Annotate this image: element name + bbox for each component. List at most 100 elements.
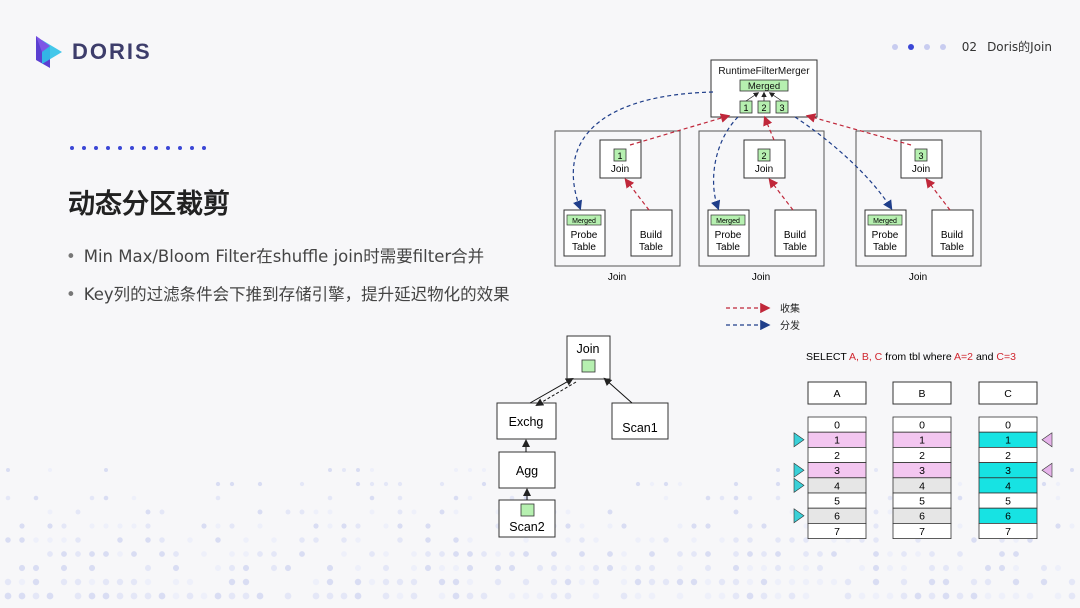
table-cell: 0: [893, 417, 951, 432]
table-cell-value: 1: [919, 435, 925, 447]
merger-title: RuntimeFilterMerger: [718, 66, 810, 77]
collect-arrow: [626, 180, 649, 210]
row-marker-left: [794, 433, 804, 447]
probe-table-label: Probe: [571, 230, 598, 241]
table-cell-value: 0: [1005, 420, 1011, 432]
column-table: A01234567B01234567C01234567: [794, 382, 1052, 539]
table-cell: 1: [979, 432, 1037, 447]
table-cell-value: 1: [834, 435, 840, 447]
column-header-label: B: [918, 388, 925, 400]
sql-part: C=3: [996, 351, 1016, 363]
sql-part: and: [973, 351, 996, 363]
table-cell-value: 4: [1005, 480, 1011, 492]
sql-part: A=2: [954, 351, 973, 363]
distribute-arrow: [573, 92, 713, 208]
sql-query: SELECT A, B, C from tbl where A=2 and C=…: [806, 351, 1016, 363]
table-cell-value: 5: [1005, 496, 1011, 508]
merger-slot: 3: [779, 103, 784, 113]
build-table-label: Table: [639, 242, 663, 253]
runtime-filter-merger: RuntimeFilterMerger Merged 1 2 3: [711, 60, 817, 117]
merger-slot: 1: [743, 103, 748, 113]
table-cell-value: 1: [1005, 435, 1011, 447]
row-marker-right: [1042, 433, 1052, 447]
table-cell: 5: [808, 493, 866, 508]
table-cell-value: 3: [919, 465, 925, 477]
table-cell-value: 5: [919, 496, 925, 508]
table-cell-value: 7: [919, 526, 925, 538]
table-cell-value: 2: [1005, 450, 1011, 462]
sql-part: A, B, C: [849, 351, 883, 363]
table-cell: 0: [808, 417, 866, 432]
table-cell: 7: [808, 523, 866, 538]
table-cell-value: 7: [834, 526, 840, 538]
build-table-label: Build: [784, 230, 806, 241]
plan-node-scan1: Scan1: [622, 421, 657, 435]
table-cell-value: 0: [834, 420, 840, 432]
sql-part: SELECT: [806, 351, 849, 363]
row-marker-right: [1042, 463, 1052, 477]
merger-slot: 2: [761, 103, 766, 113]
filter-id: 2: [761, 151, 766, 161]
join-group-label: Join: [752, 272, 770, 283]
join-group-label: Join: [608, 272, 626, 283]
plan-node-join: Join: [577, 342, 600, 356]
merged-badge: Merged: [716, 218, 740, 225]
join-node-label: Join: [912, 164, 930, 175]
build-table-label: Table: [940, 242, 964, 253]
table-cell-value: 2: [834, 450, 840, 462]
table-cell: 2: [979, 447, 1037, 462]
probe-table-label: Table: [873, 242, 897, 253]
table-cell: 4: [893, 478, 951, 493]
join-group-label: Join: [909, 272, 927, 283]
merged-badge: Merged: [572, 218, 596, 225]
table-cell: 2: [893, 447, 951, 462]
table-cell: 5: [893, 493, 951, 508]
table-cell-value: 7: [1005, 526, 1011, 538]
legend-collect-label: 收集: [780, 302, 800, 315]
probe-table-label: Table: [716, 242, 740, 253]
build-table-label: Build: [941, 230, 963, 241]
join-group: 2JoinMergedProbeTableBuildTableJoin: [699, 117, 824, 283]
table-cell: 7: [893, 523, 951, 538]
join-node-label: Join: [755, 164, 773, 175]
filter-id: 1: [617, 151, 622, 161]
table-cell: 5: [979, 493, 1037, 508]
legend-distribute-label: 分发: [780, 319, 800, 332]
table-cell: 4: [979, 478, 1037, 493]
table-cell: 1: [893, 432, 951, 447]
probe-table-label: Table: [572, 242, 596, 253]
probe-table-label: Probe: [715, 230, 742, 241]
table-cell-value: 0: [919, 420, 925, 432]
table-cell: 6: [808, 508, 866, 523]
column-header: B: [893, 382, 951, 404]
table-cell-value: 3: [1005, 465, 1011, 477]
plan-node-scan2: Scan2: [509, 520, 544, 534]
table-cell-value: 3: [834, 465, 840, 477]
table-cell: 3: [808, 463, 866, 478]
table-cell: 3: [979, 463, 1037, 478]
collect-arrow: [765, 118, 774, 140]
table-cell-value: 2: [919, 450, 925, 462]
sql-part: from tbl where: [882, 351, 954, 363]
build-table-label: Build: [640, 230, 662, 241]
table-cell: 7: [979, 523, 1037, 538]
join-node-label: Join: [611, 164, 629, 175]
column-header-label: A: [833, 388, 840, 400]
merger-merged-label: Merged: [748, 81, 780, 92]
collect-arrow: [927, 180, 950, 210]
table-cell: 4: [808, 478, 866, 493]
column-header: A: [808, 382, 866, 404]
plan-node-exchg: Exchg: [509, 415, 544, 429]
row-marker-left: [794, 509, 804, 523]
table-cell: 2: [808, 447, 866, 462]
plan-node-agg: Agg: [516, 464, 538, 478]
query-plan-tree: Join Exchg Scan1 Agg Scan2: [497, 336, 668, 537]
table-cell: 6: [893, 508, 951, 523]
column-header-label: C: [1004, 388, 1012, 400]
probe-table-label: Probe: [872, 230, 899, 241]
filter-id: 3: [918, 151, 923, 161]
merged-badge: Merged: [873, 218, 897, 225]
table-cell-value: 6: [1005, 511, 1011, 523]
table-cell-value: 4: [919, 480, 925, 492]
